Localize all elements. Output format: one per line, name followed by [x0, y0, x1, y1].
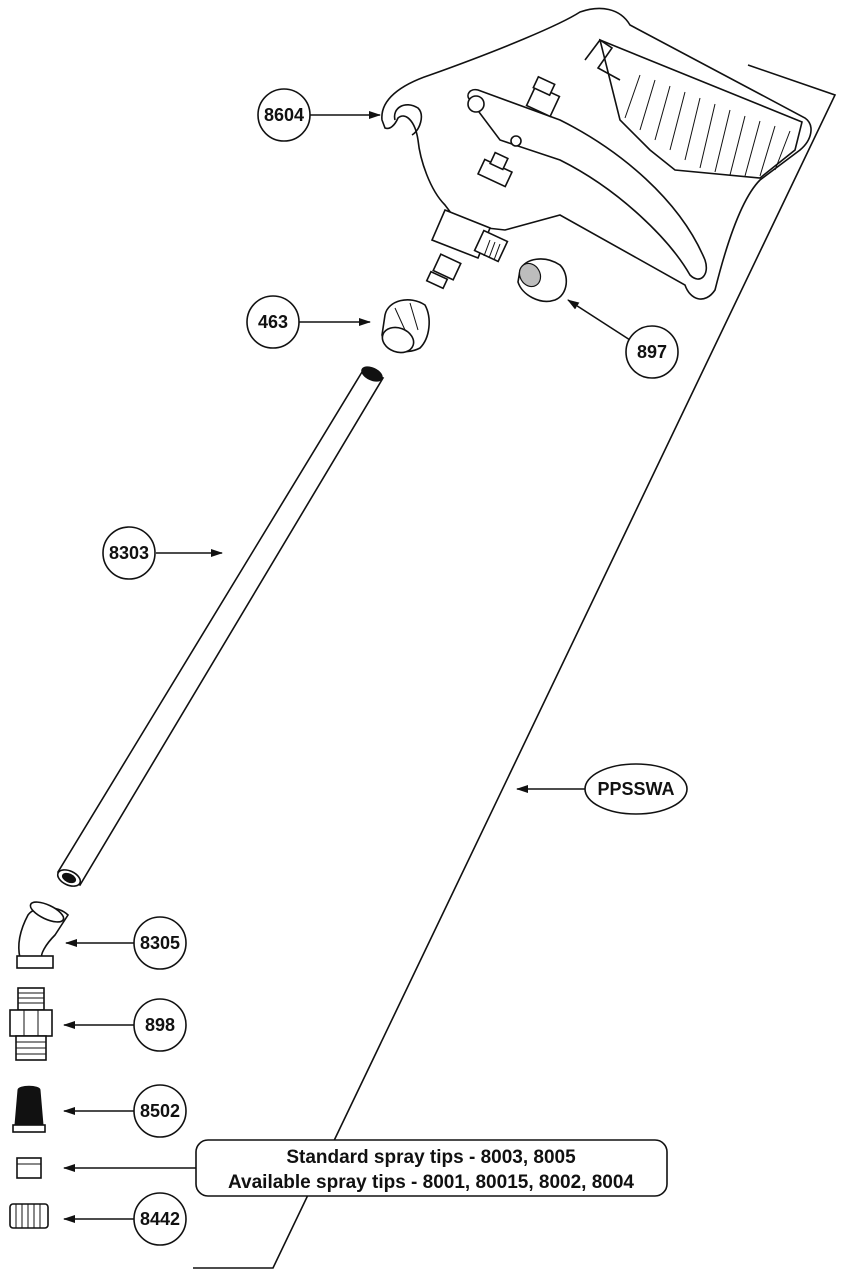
callout-8305: 8305 [133, 916, 187, 970]
elbow-8305-drawing [16, 901, 70, 969]
filter-8502-drawing [12, 1085, 46, 1133]
tip-nut-8442-drawing [9, 1203, 49, 1229]
callout-8303-label: 8303 [109, 543, 149, 563]
spray-gun-drawing [381, 7, 812, 300]
callout-897-label: 897 [637, 342, 667, 362]
callout-8604-label: 8604 [264, 105, 304, 125]
callout-463-label: 463 [258, 312, 288, 332]
callout-898: 898 [133, 998, 187, 1052]
assembly-bracket-line [193, 64, 837, 1269]
callout-898-label: 898 [145, 1015, 175, 1035]
leader-arrows [63, 111, 631, 1223]
callout-897: 897 [625, 325, 679, 379]
callout-ppsswa: PPSSWA [584, 763, 688, 815]
spray-tips-note: Standard spray tips - 8003, 8005 Availab… [195, 1139, 668, 1197]
callout-8442: 8442 [133, 1192, 187, 1246]
callout-8502: 8502 [133, 1084, 187, 1138]
adapter-898-drawing [9, 987, 53, 1061]
callout-463: 463 [246, 295, 300, 349]
callout-ppsswa-label: PPSSWA [597, 779, 674, 799]
callout-8442-label: 8442 [140, 1209, 180, 1229]
standard-tips-text: Standard spray tips - 8003, 8005 [286, 1147, 576, 1168]
spray-tip-drawing [16, 1157, 42, 1179]
wand-8303-drawing [56, 366, 385, 887]
callout-8303: 8303 [102, 526, 156, 580]
nut-463-drawing [381, 299, 430, 354]
callout-8502-label: 8502 [140, 1101, 180, 1121]
available-tips-text: Available spray tips - 8001, 80015, 8002… [228, 1172, 634, 1193]
callout-8604: 8604 [257, 88, 311, 142]
callout-8305-label: 8305 [140, 933, 180, 953]
cap-897-drawing [517, 258, 568, 302]
